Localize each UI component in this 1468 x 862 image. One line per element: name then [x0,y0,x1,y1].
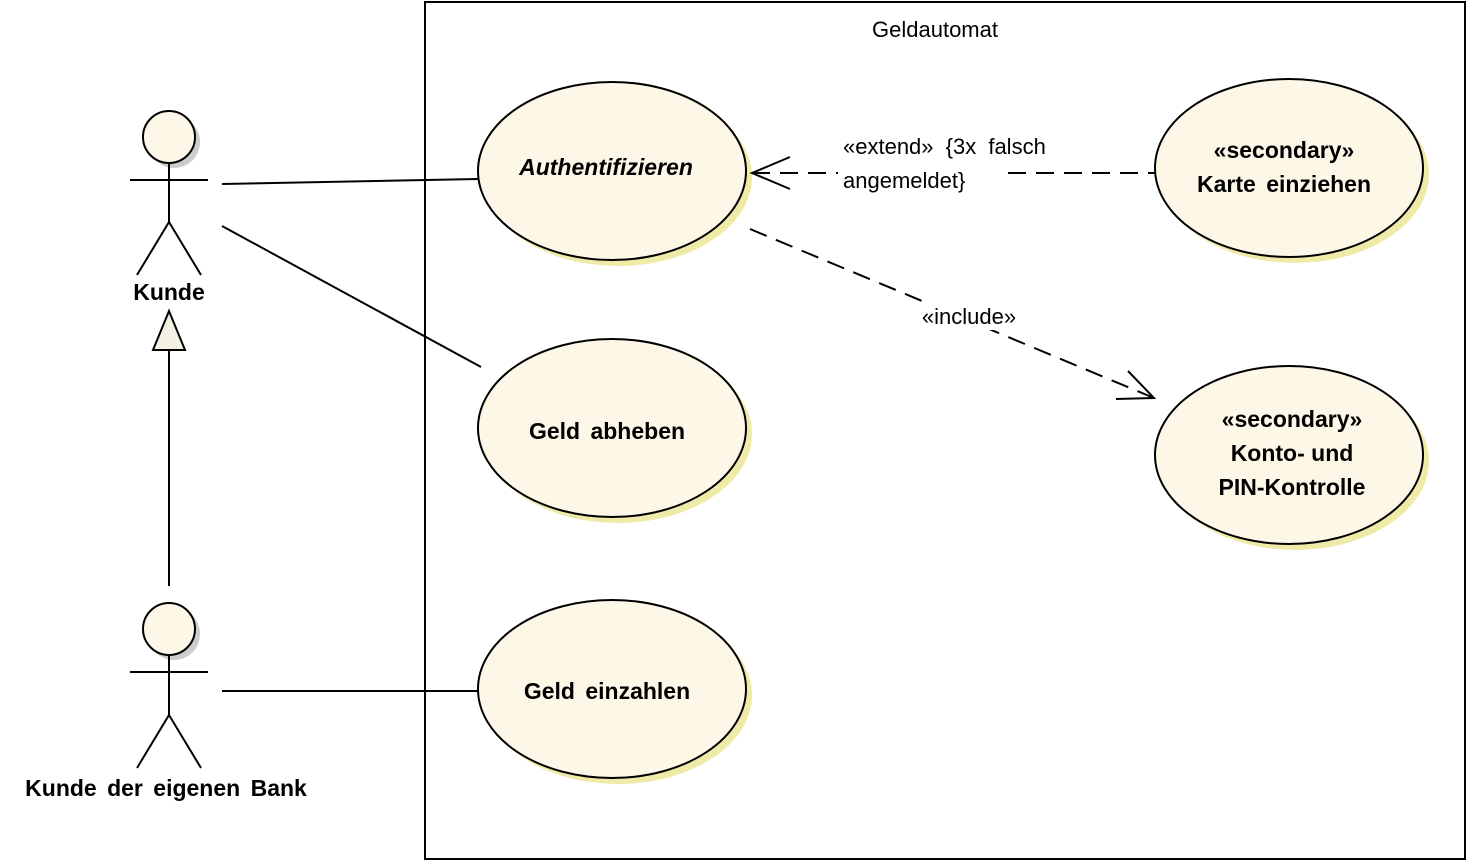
use-case-karte-einziehen[interactable]: «secondary» Karte einziehen [1154,78,1429,263]
generalization-arrow [151,308,187,586]
use-case-ellipse [1154,365,1424,545]
actor-head [142,602,196,656]
association-kunde-authentifizieren [221,178,479,185]
extend-label-line1: «extend» {3x falsch [843,134,1046,159]
use-case-stereotype: «secondary» [1214,137,1355,163]
actor-leg-right [168,714,202,769]
use-case-label: Authentifizieren [518,154,693,180]
use-case-label: Geld abheben [529,418,685,444]
include-label-bg [915,302,1023,330]
include-line [749,228,1155,399]
extend-arrowhead [749,156,791,190]
actor-label-kunde-der-eigenen-bank: Kunde der eigenen Bank [25,775,307,801]
system-title: Geldautomat [872,17,998,42]
association-kunde-geld-abheben [221,225,482,368]
use-case-ellipse [477,81,747,261]
actor-kunde[interactable]: Kunde [130,110,208,305]
use-case-ellipse [1154,78,1424,258]
use-case-label: Geld einzahlen [524,678,690,704]
include-label: «include» [922,304,1016,329]
use-case-ellipse [477,599,747,779]
actor-leg-right [168,221,202,276]
actor-kunde-der-eigenen-bank[interactable]: Kunde der eigenen Bank [25,602,307,801]
actor-head [142,110,196,164]
actor-leg-left [136,221,170,276]
extend-label-line2: angemeldet} [843,168,965,193]
use-case-konto-pin-kontrolle[interactable]: «secondary» Konto- und PIN-Kontrolle [1154,365,1429,550]
actor-label-kunde: Kunde [133,279,205,305]
actor-leg-left [136,714,170,769]
use-case-label-line1: Konto- und [1231,440,1354,466]
extend-relationship: «extend» {3x falsch angemeldet} [749,134,1155,193]
use-case-label: Karte einziehen [1197,171,1371,197]
use-case-geld-einzahlen[interactable]: Geld einzahlen [477,599,752,784]
use-case-stereotype: «secondary» [1222,406,1363,432]
use-case-ellipse [477,338,747,518]
include-arrowhead [1115,370,1157,400]
use-case-authentifizieren[interactable]: Authentifizieren [477,81,752,266]
use-case-label-line2: PIN-Kontrolle [1219,474,1366,500]
use-case-geld-abheben[interactable]: Geld abheben [477,338,752,523]
generalization-triangle [151,308,187,351]
include-relationship: «include» [749,228,1157,400]
